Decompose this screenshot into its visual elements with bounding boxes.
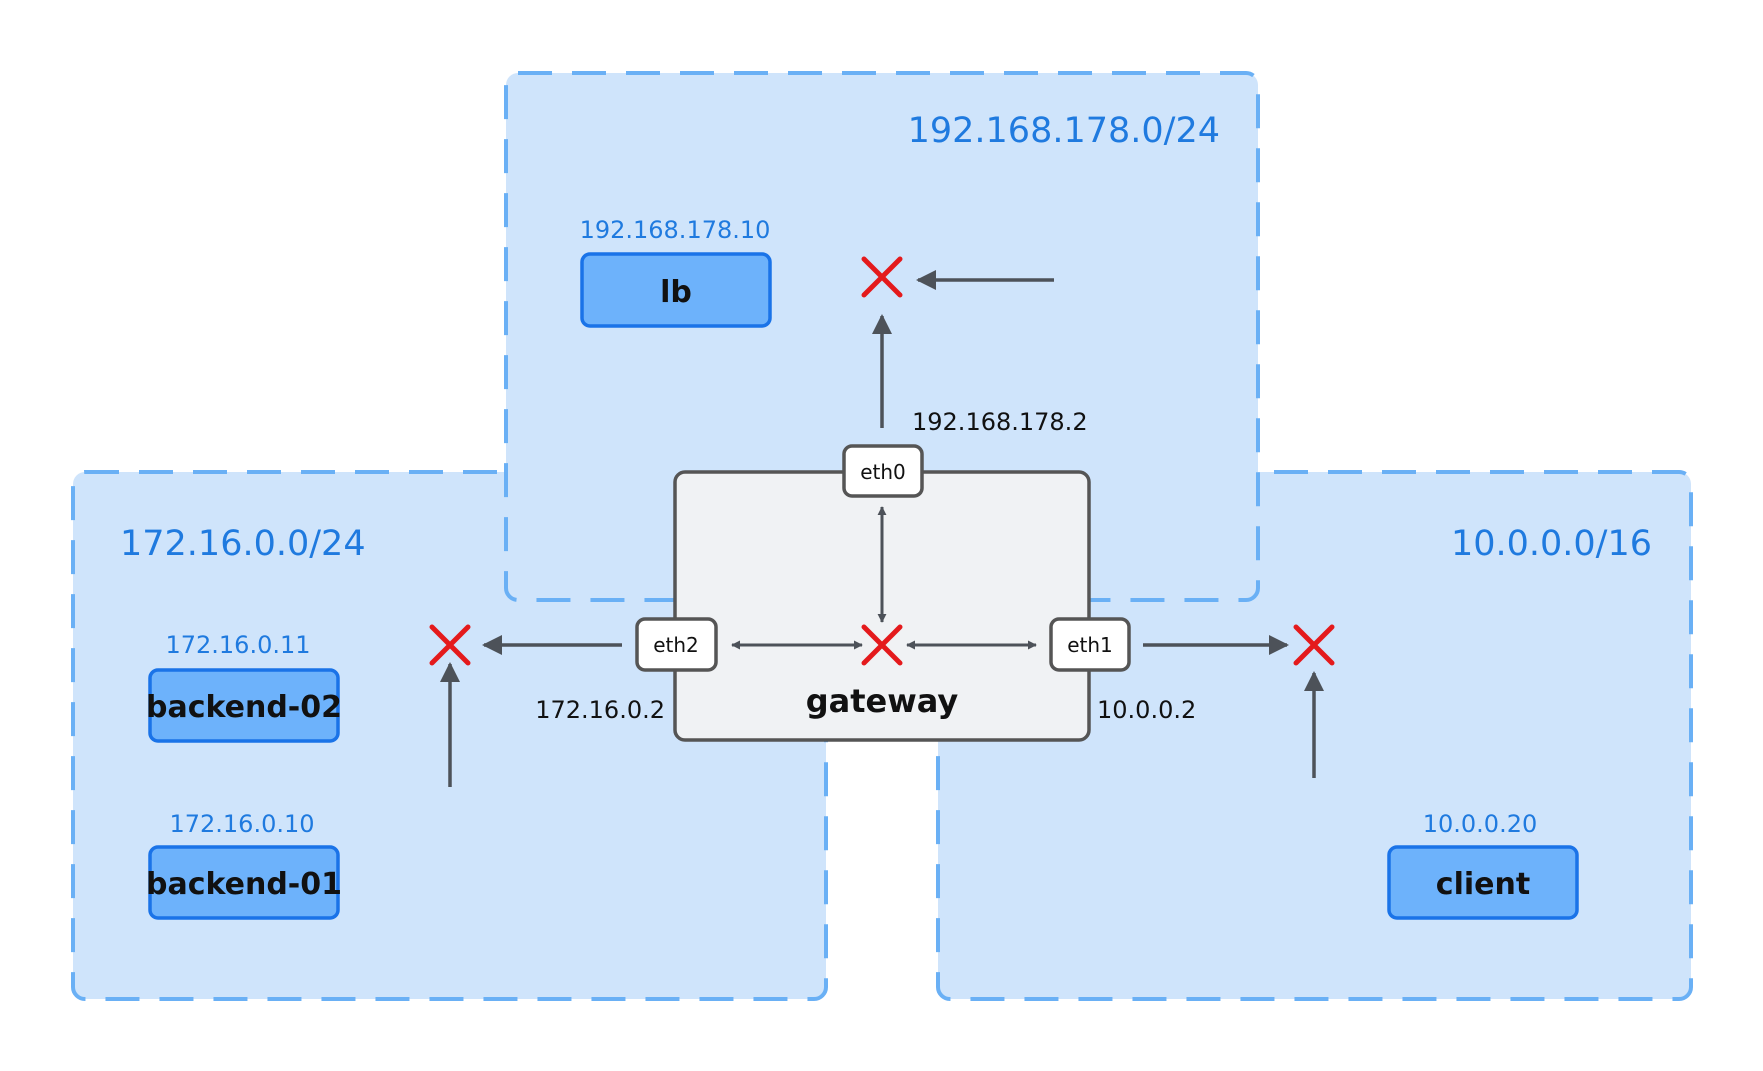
x-mark-icon	[1293, 624, 1335, 666]
interface-eth2[interactable]: eth2	[635, 617, 718, 672]
host-backend-01[interactable]: backend-01	[146, 845, 342, 920]
x-mark-icon	[861, 624, 903, 666]
interface-eth1[interactable]: eth1	[1049, 617, 1131, 672]
host-backend-01-ip: 172.16.0.10	[169, 810, 314, 838]
host-backend-02[interactable]: backend-02	[146, 668, 342, 743]
zone-label-right: 10.0.0.0/16	[1451, 524, 1652, 564]
zone-label-left: 172.16.0.0/24	[120, 524, 366, 564]
host-lb-ip: 192.168.178.10	[580, 216, 771, 244]
host-lb-name: lb	[660, 275, 692, 310]
gateway-label: gateway	[806, 682, 959, 720]
interface-eth1-ip: 10.0.0.2	[1097, 696, 1196, 724]
zone-label-top: 192.168.178.0/24	[908, 111, 1220, 151]
interface-eth0-ip: 192.168.178.2	[912, 408, 1088, 436]
x-mark-icon	[429, 624, 471, 666]
host-client-name: client	[1436, 867, 1530, 902]
interface-eth2-label: eth2	[653, 633, 699, 657]
host-backend-02-name: backend-02	[146, 690, 342, 725]
host-client-ip: 10.0.0.20	[1423, 810, 1538, 838]
interface-eth2-ip: 172.16.0.2	[535, 696, 665, 724]
host-backend-02-ip: 172.16.0.11	[165, 631, 310, 659]
interface-eth0[interactable]: eth0	[842, 444, 924, 498]
interface-eth0-label: eth0	[860, 460, 906, 484]
host-client[interactable]: client	[1387, 845, 1579, 920]
host-backend-01-name: backend-01	[146, 867, 342, 902]
host-lb[interactable]: lb	[580, 252, 772, 328]
interface-eth1-label: eth1	[1067, 633, 1113, 657]
x-mark-icon	[861, 256, 903, 298]
